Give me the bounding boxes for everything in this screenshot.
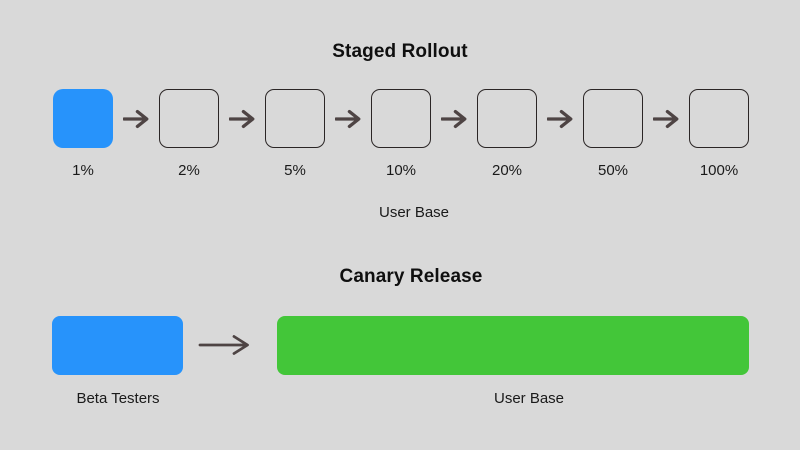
beta-testers-label: Beta Testers xyxy=(76,390,160,407)
stage-box-100pct xyxy=(689,89,749,148)
stage-label-1pct: 1% xyxy=(72,162,94,179)
stage-label-100pct: 100% xyxy=(699,162,739,179)
arrow-right-icon xyxy=(546,109,573,134)
arrow-right-icon xyxy=(652,109,679,134)
staged-rollout-caption: User Base xyxy=(378,204,450,221)
stage-box-20pct xyxy=(477,89,537,148)
arrow-right-icon xyxy=(198,333,252,362)
stage-label-5pct: 5% xyxy=(284,162,306,179)
stage-label-2pct: 2% xyxy=(178,162,200,179)
stage-label-10pct: 10% xyxy=(385,162,417,179)
user-base-label: User Base xyxy=(493,390,565,407)
arrow-right-icon xyxy=(440,109,467,134)
stage-box-5pct xyxy=(265,89,325,148)
stage-label-20pct: 20% xyxy=(491,162,523,179)
stage-box-2pct xyxy=(159,89,219,148)
stage-box-1pct xyxy=(53,89,113,148)
stage-label-50pct: 50% xyxy=(597,162,629,179)
staged-rollout-title: Staged Rollout xyxy=(332,41,468,62)
stage-box-10pct xyxy=(371,89,431,148)
canary-release-title: Canary Release xyxy=(339,266,483,287)
arrow-right-icon xyxy=(228,109,255,134)
arrow-right-icon xyxy=(122,109,149,134)
beta-testers-box xyxy=(52,316,183,375)
stage-box-50pct xyxy=(583,89,643,148)
arrow-right-icon xyxy=(334,109,361,134)
user-base-box xyxy=(277,316,749,375)
